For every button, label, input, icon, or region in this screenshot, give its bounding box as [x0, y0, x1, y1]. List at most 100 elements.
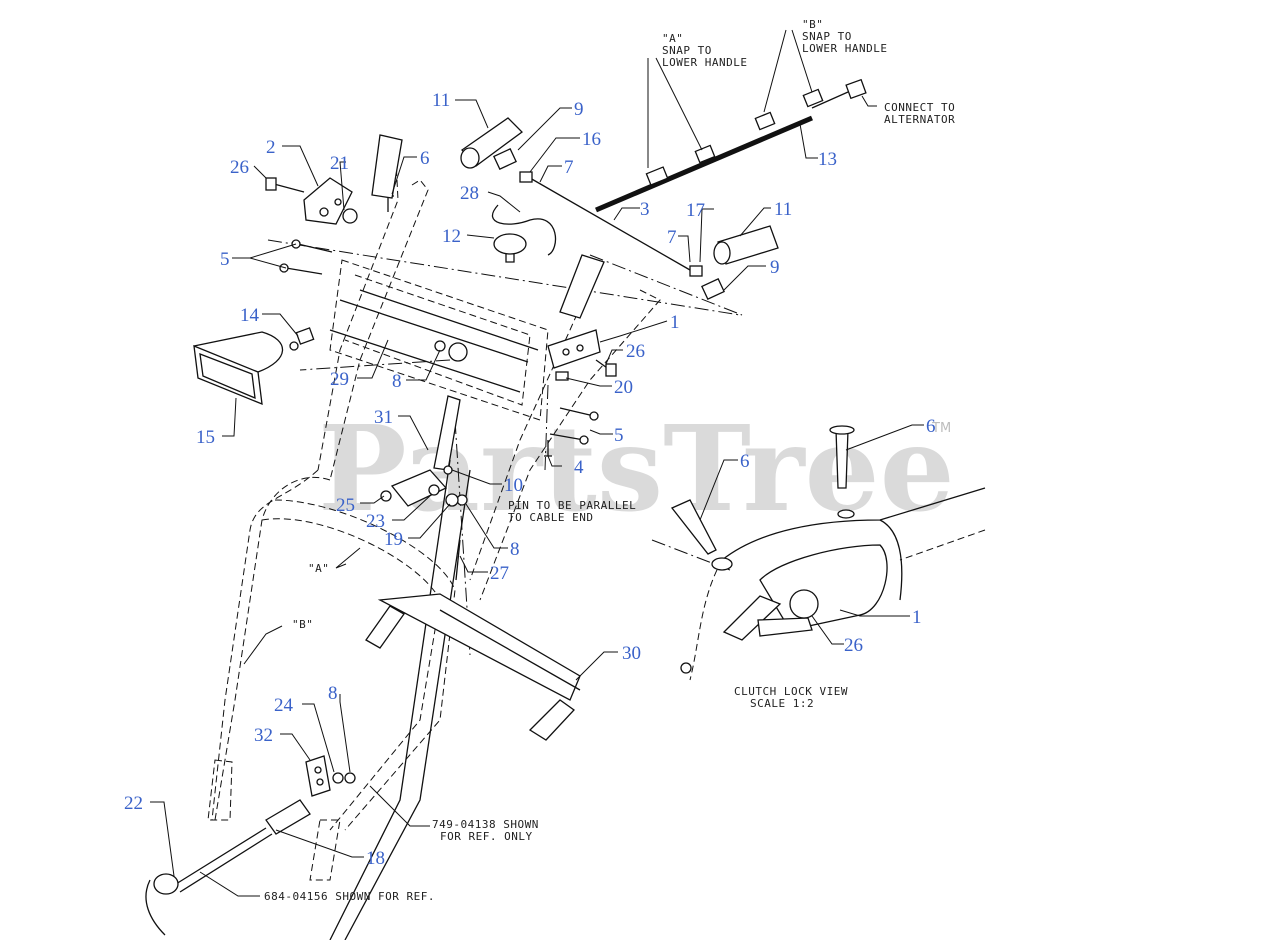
note-snap-b-3: LOWER HANDLE: [802, 42, 887, 55]
lock-bracket-2: [303, 177, 353, 225]
note-snap-b-1: "B": [802, 18, 823, 31]
sleeve-18: [175, 799, 311, 893]
callout-19: 19: [384, 529, 403, 550]
callout-5-left: 5: [220, 249, 230, 270]
callout-31: 31: [374, 407, 393, 428]
callout-9-right: 9: [770, 257, 780, 278]
note-749-2: FOR REF. ONLY: [440, 830, 533, 843]
callout-6-clutch-left: 6: [740, 451, 750, 472]
washer-8-low: [344, 772, 356, 784]
clip-9-right: [701, 277, 725, 301]
callout-11-top: 11: [432, 90, 450, 111]
bracket-30: [365, 593, 581, 741]
note-alternator-2: ALTERNATOR: [884, 113, 955, 126]
wire-harness: [595, 78, 867, 213]
callout-15: 15: [196, 427, 215, 448]
callout-8-top: 8: [392, 371, 402, 392]
callout-8-low: 8: [328, 683, 338, 704]
callout-3: 3: [640, 199, 650, 220]
note-label-a: "A": [308, 562, 329, 575]
control-cable: [329, 177, 691, 940]
hand-grip-right: [713, 225, 779, 265]
callout-5-right: 5: [614, 425, 624, 446]
callout-18: 18: [366, 848, 385, 869]
callout-11-right: 11: [774, 199, 792, 220]
callout-30: 30: [622, 643, 641, 664]
spring-19: [445, 493, 459, 507]
plate-32: [305, 755, 331, 797]
callout-1-top: 1: [670, 312, 680, 333]
callout-14: 14: [240, 305, 260, 326]
spring-21: [342, 208, 358, 224]
callout-7-top: 7: [564, 157, 574, 178]
washer-23: [428, 484, 440, 496]
callout-2: 2: [266, 137, 276, 158]
console-29: [329, 289, 539, 393]
handle-top-left: [371, 134, 403, 199]
spring-22: [145, 873, 179, 936]
watermark-tm: TM: [931, 421, 951, 436]
notes: "A" SNAP TO LOWER HANDLE "B" SNAP TO LOW…: [264, 18, 955, 903]
note-684: 684-04156 SHOWN FOR REF.: [264, 890, 435, 903]
callout-26-clutch: 26: [844, 635, 863, 656]
callout-4: 4: [574, 457, 584, 478]
ferrule-16: [519, 171, 533, 183]
callout-6-top: 6: [420, 148, 430, 169]
washer-8-top: [434, 340, 446, 352]
callout-27: 27: [490, 563, 509, 584]
callout-13: 13: [818, 149, 837, 170]
callout-25: 25: [336, 495, 355, 516]
lock-cover: [759, 544, 888, 631]
callout-24: 24: [274, 695, 294, 716]
ferrule-17: [689, 265, 703, 277]
hand-grip-left: [460, 117, 523, 169]
nut-24: [332, 772, 344, 784]
note-clutch-1: CLUTCH LOCK VIEW: [734, 685, 848, 698]
light-mount-14: [289, 327, 315, 351]
callout-12: 12: [442, 226, 461, 247]
nut-25: [380, 490, 392, 502]
bolt-26-right: [595, 359, 617, 377]
pin-10: [443, 465, 453, 475]
clutch-pin-left: [670, 499, 717, 555]
handle-top-right: [559, 254, 605, 319]
note-snap-a-2: SNAP TO: [662, 44, 712, 57]
pivot-bushing: [448, 342, 468, 362]
lock-bracket-1: [547, 329, 601, 369]
knob-12: [493, 233, 527, 263]
callout-7-right: 7: [667, 227, 677, 248]
callout-23: 23: [366, 511, 385, 532]
note-snap-b-2: SNAP TO: [802, 30, 852, 43]
note-label-b: "B": [292, 618, 313, 631]
callout-16: 16: [582, 129, 601, 150]
leader-lines: [150, 29, 924, 897]
callout-22: 22: [124, 793, 143, 814]
rod-27: [455, 539, 461, 581]
clutch-bolt: [789, 589, 819, 619]
callout-9-top: 9: [574, 99, 584, 120]
clutch-lock-view: [651, 425, 986, 681]
bolts-5-right: [549, 407, 599, 445]
callouts: 11 9 16 7 6 21 2 26 28 3 13 17 11 7 9 12…: [124, 90, 936, 869]
callout-29: 29: [330, 369, 349, 390]
note-pin-2: TO CABLE END: [508, 511, 593, 524]
note-snap-a-1: "A": [662, 32, 683, 45]
note-pin-1: PIN TO BE PARALLEL: [508, 499, 636, 512]
callout-20: 20: [614, 377, 633, 398]
callout-8-mid: 8: [510, 539, 520, 560]
callout-21: 21: [330, 153, 349, 174]
note-snap-a-3: LOWER HANDLE: [662, 56, 747, 69]
callout-6-clutch-vertical: 6: [926, 416, 936, 437]
callout-10: 10: [504, 475, 523, 496]
callout-32: 32: [254, 725, 273, 746]
callout-26-right: 26: [626, 341, 645, 362]
callout-26-top: 26: [230, 157, 249, 178]
callout-28: 28: [460, 183, 479, 204]
watermark-text: PartsTree: [318, 399, 955, 538]
headlight-15: [193, 331, 284, 406]
wire-clip-28: [491, 204, 557, 256]
note-749-1: 749-04138 SHOWN: [432, 818, 539, 831]
bolts-5-left: [279, 239, 333, 275]
clip-9-top: [493, 147, 517, 171]
